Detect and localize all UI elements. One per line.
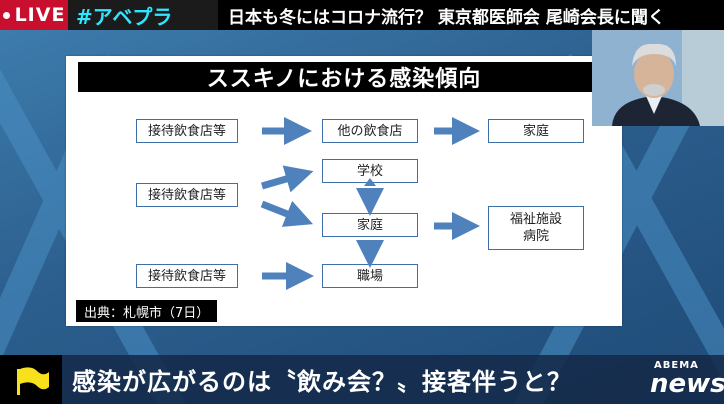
live-badge: LIVE xyxy=(0,0,68,30)
flow-arrows xyxy=(66,56,622,326)
arrow-to-home xyxy=(262,204,300,219)
arrow-to-school xyxy=(262,175,300,186)
speaker-avatar xyxy=(592,30,724,126)
flag-icon xyxy=(11,363,51,397)
bottom-bar: 感染が広がるのは〝飲み会？〟接客伴うと？ ABEMA news xyxy=(0,355,724,404)
abema-news-logo: ABEMA news xyxy=(614,355,724,404)
source-caption: 出典：札幌市（7日） xyxy=(76,300,217,322)
slide-panel: ススキノにおける感染傾向 接待飲食店等 他の飲食店 家庭 接待飲食店等 学校 家… xyxy=(66,56,622,326)
headline-text: 日本も冬にはコロナ流行？ 東京都医師会 尾崎会長に聞く xyxy=(218,0,724,30)
hashtag-label: #アベプラ xyxy=(68,0,218,30)
bottom-caption: 感染が広がるのは〝飲み会？〟接客伴うと？ xyxy=(62,355,614,404)
speaker-video-pip xyxy=(592,30,724,126)
live-label: LIVE xyxy=(15,4,66,26)
top-bar: LIVE #アベプラ 日本も冬にはコロナ流行？ 東京都医師会 尾崎会長に聞く xyxy=(0,0,724,30)
live-dot-icon xyxy=(3,12,10,19)
logo-news-text: news xyxy=(650,369,724,399)
flag-badge xyxy=(0,355,62,404)
